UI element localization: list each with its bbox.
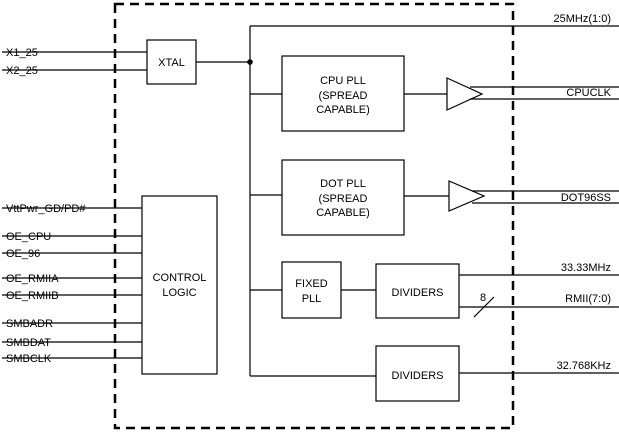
cpu-pll-label-3: CAPABLE) [316,104,370,116]
xtal-label: XTAL [158,57,185,69]
dividers-block-1 [375,263,460,319]
smbclk-label: SMBCLK [6,353,52,365]
oe-96-label: OE_96 [6,248,40,260]
bus-slash-icon [473,296,495,318]
smbadr-label: SMBADR [6,318,53,330]
mhz33-label: 33.33MHz [561,262,611,274]
smbdat-label: SMBDAT [6,337,51,349]
dot-pll-label-1: DOT PLL [320,178,366,190]
dividers-1-label: DIVIDERS [392,287,444,299]
xtal-block [146,39,197,85]
dot96-label: DOT96SS [561,192,611,204]
cpu-buffer-icon [446,77,484,111]
oe-rmiia-label: OE_RMIIA [6,273,59,285]
control-logic-block [141,195,218,375]
x2-label: X2_25 [6,65,38,77]
khz32-label: 32.768KHz [557,360,611,372]
dot-buffer-icon [448,180,486,212]
control-logic-label-2: LOGIC [162,287,196,299]
cpu-pll-label-2: (SPREAD [319,90,368,102]
vttpwr-label: VttPwr_GD/PD# [6,203,86,215]
oe-rmiib-label: OE_RMIIB [6,290,59,302]
x1-label: X1_25 [6,47,38,59]
dot-pll-label-2: (SPREAD [319,193,368,205]
rmii-label: RMII(7:0) [565,293,611,305]
fixed-pll-block [281,261,342,319]
control-logic-label-1: CONTROL [153,272,207,284]
cpu-pll-label-1: CPU PLL [320,75,366,87]
chip-boundary [113,2,515,430]
dividers-2-label: DIVIDERS [392,370,444,382]
dot-pll-block [281,159,405,236]
dot-pll-label-3: CAPABLE) [316,207,370,219]
fixed-pll-label-2: PLL [302,293,322,305]
mhz25-label: 25MHz(1:0) [554,13,611,25]
oe-cpu-label: OE_CPU [6,231,51,243]
input-pins: X1_25 X2_25 VttPwr_GD/PD# OE_CPU OE_96 O… [2,47,147,365]
fixed-pll-label-1: FIXED [295,278,327,290]
bus-width-label: 8 [480,292,486,304]
cpuclk-label: CPUCLK [566,87,611,99]
